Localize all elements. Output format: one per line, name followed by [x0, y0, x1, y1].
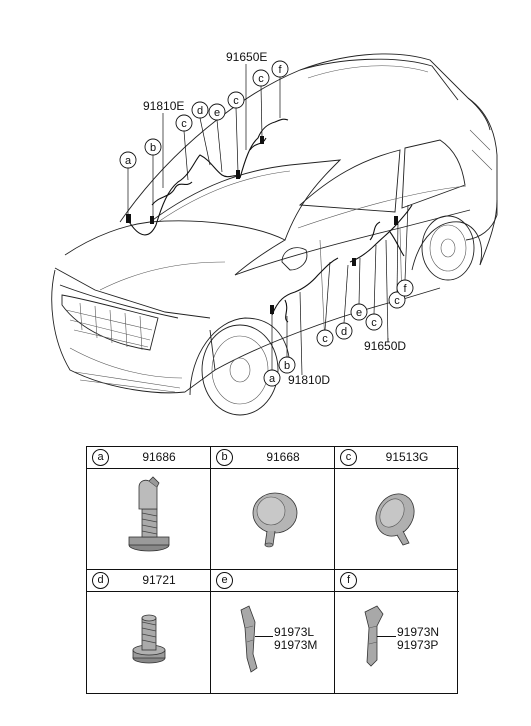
- table-cell-b: b 91668: [211, 447, 335, 570]
- parts-table: a 91686 b 91668: [86, 446, 459, 695]
- table-cell-a: a 91686: [87, 447, 211, 570]
- svg-text:c: c: [394, 295, 400, 307]
- label-91810D: 91810D: [288, 373, 330, 387]
- table-cell-d: d 91721: [87, 570, 211, 695]
- sub-part-number: 91973N: [397, 625, 440, 639]
- bracket-clip-icon: [364, 605, 384, 667]
- cell-part-number: 91686: [142, 450, 176, 464]
- harness-91650D: [349, 204, 413, 263]
- callout-b-rear: b: [278, 356, 296, 374]
- svg-text:f: f: [403, 283, 407, 295]
- harness-91810E: [127, 154, 241, 236]
- svg-text:e: e: [214, 107, 220, 119]
- svg-text:d: d: [197, 105, 203, 117]
- cell-part-number: 91721: [142, 573, 176, 587]
- cell-letter: e: [216, 572, 233, 589]
- callout-a-rear: a: [263, 369, 281, 387]
- svg-text:c: c: [258, 73, 264, 85]
- svg-text:d: d: [341, 326, 347, 338]
- svg-text:e: e: [356, 307, 362, 319]
- label-91810E: 91810E: [143, 99, 184, 113]
- callout-d-front: d: [191, 101, 209, 119]
- cell-letter: a: [92, 449, 109, 466]
- harness-91650E: [239, 118, 289, 179]
- svg-text:a: a: [269, 373, 276, 385]
- callout-e-rear: e: [350, 303, 368, 321]
- cell-letter: b: [216, 449, 233, 466]
- callout-d-rear: d: [335, 322, 353, 340]
- svg-text:c: c: [371, 317, 377, 329]
- callout-c-rear-3: c: [388, 291, 406, 309]
- callout-c-rear-2: c: [365, 313, 383, 331]
- callout-b-front: b: [144, 138, 162, 156]
- leader-lines: [127, 64, 409, 376]
- bolt-clip-icon: [128, 476, 170, 552]
- cell-part-number: 91513G: [385, 450, 429, 464]
- svg-text:c: c: [181, 118, 187, 130]
- bolt-icon: [132, 614, 166, 664]
- label-91650E: 91650E: [226, 50, 267, 64]
- svg-text:c: c: [322, 333, 328, 345]
- svg-text:f: f: [278, 64, 282, 76]
- table-cell-f: f 91973N 91973P: [335, 570, 459, 695]
- svg-text:c: c: [233, 95, 239, 107]
- table-cell-c: c 91513G: [335, 447, 459, 570]
- callout-a-front: a: [119, 151, 137, 169]
- oval-grommet-icon: [375, 493, 415, 546]
- callout-c-front-3: c: [252, 69, 270, 87]
- harness-wiring: [126, 118, 413, 323]
- sub-part-number: 91973L: [274, 625, 315, 639]
- table-cell-e: e 91973L 91973M: [211, 570, 335, 695]
- callout-f-front: f: [271, 60, 289, 78]
- svg-text:a: a: [125, 155, 132, 167]
- svg-text:b: b: [150, 142, 156, 154]
- round-grommet-icon: [252, 492, 298, 548]
- cell-letter: c: [340, 449, 357, 466]
- cell-letter: d: [92, 572, 109, 589]
- cell-letter: f: [340, 572, 357, 589]
- label-91650D: 91650D: [364, 339, 406, 353]
- cell-part-number: 91668: [266, 450, 300, 464]
- callout-e-front: e: [208, 103, 226, 121]
- sub-part-number: 91973P: [397, 638, 439, 652]
- vehicle-outline: [51, 53, 498, 416]
- bracket-clip-icon: [240, 605, 258, 673]
- callout-c-front-2: c: [227, 91, 245, 109]
- harness-91810D: [271, 257, 339, 316]
- sub-part-number: 91973M: [274, 638, 318, 652]
- callout-f-rear: f: [396, 279, 414, 297]
- callout-c-front-1: c: [175, 114, 193, 132]
- svg-text:b: b: [284, 360, 290, 372]
- callout-c-rear-1: c: [316, 329, 334, 347]
